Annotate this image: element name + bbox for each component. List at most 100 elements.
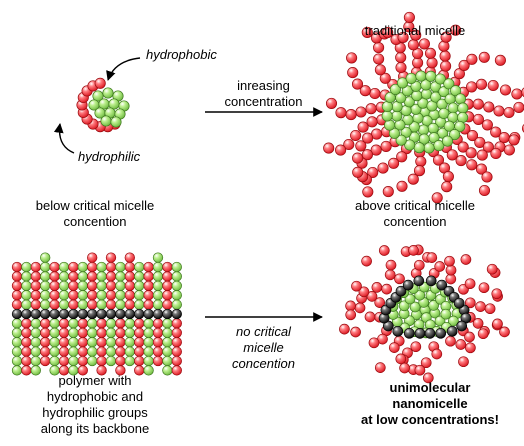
micelle-head-bead — [335, 144, 347, 156]
pendant-hydrophobic-bead — [30, 346, 41, 357]
pendant-hydrophobic-bead — [134, 261, 145, 273]
micelle-head-bead — [370, 144, 382, 156]
pendant-hydrophobic-bead — [143, 318, 154, 329]
pendant-hydrophilic-bead — [162, 261, 173, 273]
nanomicelle-head-bead — [381, 283, 393, 295]
pendant-hydrophobic-bead — [124, 318, 135, 329]
pendant-hydrophilic-bead — [96, 327, 107, 338]
pendant-hydrophobic-bead — [143, 355, 154, 367]
micelle-head-bead — [478, 184, 491, 197]
micelle-head-bead — [350, 129, 362, 142]
nanomicelle-head-bead — [408, 245, 419, 256]
pendant-hydrophilic-bead — [87, 299, 98, 310]
micelle-head-bead — [466, 159, 478, 171]
nanomicelle-head-bead — [366, 291, 378, 302]
pendant-hydrophilic-bead — [152, 318, 164, 329]
micelle-head-bead — [362, 132, 374, 144]
nanomicelle-head-bead — [371, 282, 383, 293]
micelle-head-bead — [493, 105, 505, 117]
micelle-head-bead — [472, 113, 484, 125]
pendant-hydrophilic-bead — [11, 261, 23, 273]
micelle-head-bead — [508, 134, 520, 146]
micelle-head-bead — [373, 53, 385, 65]
hydrophobic-bead — [110, 116, 122, 128]
micelle-head-bead — [453, 68, 465, 80]
increasing-label-line2: concentration — [224, 94, 303, 109]
micelle-core-bead — [413, 142, 425, 154]
pendant-hydrophobic-bead — [11, 318, 23, 329]
pendant-hydrophilic-bead — [11, 271, 23, 282]
pendant-hydrophobic-bead — [162, 327, 173, 338]
polymer-chain-figure — [11, 252, 182, 376]
backbone-bead — [40, 308, 51, 320]
pendant-hydrophilic-bead — [115, 337, 126, 348]
pendant-hydrophobic-bead — [105, 346, 117, 357]
micelle-head-bead — [472, 98, 484, 110]
pendant-hydrophobic-bead — [134, 280, 145, 291]
backbone-bead — [115, 308, 126, 320]
unimolecular-label-line1: unimolecular — [389, 380, 471, 395]
micelle-core-bead — [454, 120, 466, 133]
pendant-hydrophilic-bead — [40, 327, 51, 338]
micelle-head-bead — [466, 53, 478, 65]
micelle-head-bead — [466, 130, 479, 142]
nanomicelle-head-bead — [422, 372, 434, 384]
pendant-hydrophobic-bead — [58, 271, 70, 282]
pendant-hydrophobic-bead — [30, 337, 41, 348]
nanomicelle-backbone-bead — [424, 328, 436, 339]
below-cmc-label-line1: below critical micelle — [35, 198, 155, 213]
micelle-head-bead — [475, 78, 488, 90]
pendant-hydrophilic-bead — [40, 355, 51, 367]
pendant-hydrophilic-bead — [77, 327, 88, 338]
pendant-hydrophilic-bead — [105, 299, 117, 310]
pendant-hydrophilic-bead — [152, 337, 164, 348]
pendant-hydrophilic-bead — [96, 346, 107, 357]
pendant-hydrophilic-bead — [30, 299, 41, 310]
pendant-hydrophilic-bead — [87, 261, 98, 273]
pendant-hydrophilic-bead — [115, 318, 126, 329]
backbone-bead — [77, 308, 88, 320]
pendant-hydrophilic-bead — [105, 280, 117, 291]
pendant-hydrophilic-bead — [87, 252, 98, 263]
unimolecular-label-line2: nanomicelle — [392, 396, 468, 411]
pendant-hydrophobic-bead — [115, 290, 126, 301]
pendant-hydrophilic-bead — [96, 318, 107, 329]
pendant-hydrophobic-bead — [21, 290, 32, 301]
nanomicelle-head-bead — [364, 311, 376, 323]
micelle-core-bead — [404, 139, 416, 151]
micelle-head-bead — [474, 136, 486, 148]
micelle-head-bead — [396, 151, 408, 163]
micelle-head-bead — [511, 88, 523, 100]
micelle-head-bead — [345, 109, 357, 121]
pendant-hydrophilic-bead — [124, 252, 135, 263]
micelle-head-bead — [482, 141, 494, 153]
micelle-head-bead — [352, 166, 364, 178]
micelle-head-bead — [362, 186, 374, 198]
nanomicelle-backbone-bead — [414, 328, 426, 339]
micelle-head-bead — [439, 50, 451, 62]
nanomicelle-head-bead — [478, 282, 490, 294]
micelle-head-bead — [450, 24, 462, 36]
micelle-head-bead — [367, 166, 379, 179]
pendant-hydrophobic-bead — [162, 337, 173, 348]
pendant-hydrophobic-bead — [21, 299, 32, 310]
pendant-hydrophobic-bead — [96, 290, 107, 301]
nanomicelle-head-bead — [358, 286, 370, 298]
micelle-core-bead — [454, 93, 466, 105]
micelle-head-bead — [458, 59, 470, 71]
nanomicelle-head-bead — [426, 252, 438, 263]
micelle-head-bead — [440, 31, 452, 43]
backbone-bead — [162, 308, 173, 320]
nanomicelle-head-bead — [431, 348, 443, 360]
pendant-hydrophobic-bead — [40, 261, 51, 273]
pendant-hydrophilic-bead — [77, 346, 88, 357]
hydrophilic-label: hydrophilic — [78, 149, 141, 164]
nanomicelle-backbone-bead — [403, 327, 415, 339]
pendant-hydrophilic-bead — [49, 261, 60, 273]
pendant-hydrophobic-bead — [115, 271, 126, 282]
pendant-hydrophobic-bead — [11, 346, 23, 357]
pendant-hydrophobic-bead — [124, 346, 135, 357]
pendant-hydrophobic-bead — [171, 299, 182, 310]
pendant-hydrophilic-bead — [171, 337, 182, 348]
